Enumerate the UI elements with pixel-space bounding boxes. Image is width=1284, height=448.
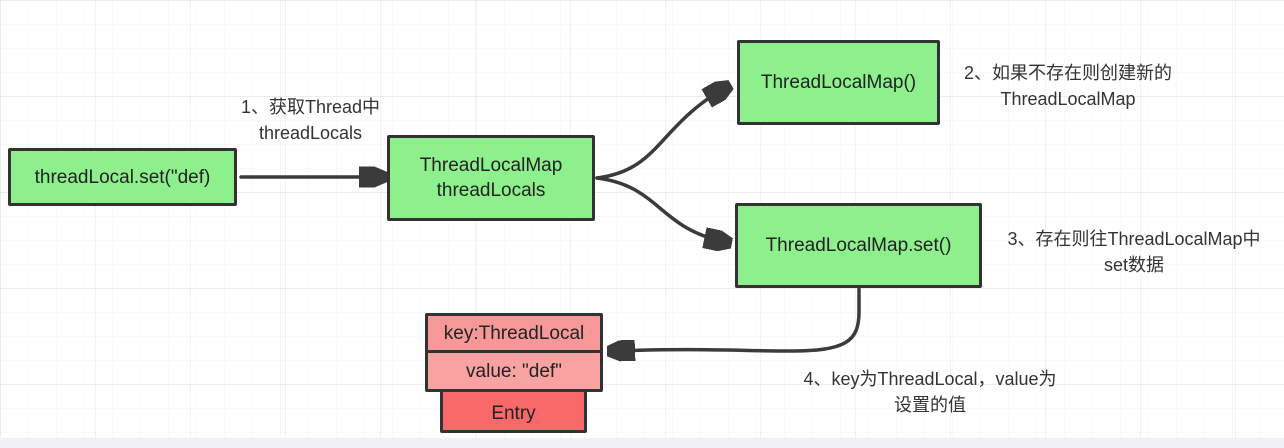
node-entry-value: value: "def" (425, 350, 603, 392)
node-threadlocalmap-line2: threadLocals (436, 180, 546, 201)
annotation-step3: 3、存在则往ThreadLocalMap中 set数据 (985, 226, 1283, 278)
annotation-step3-line1: 3、存在则往ThreadLocalMap中 (1007, 229, 1261, 249)
annotation-step1: 1、获取Thread中 threadLocals (218, 94, 403, 146)
annotation-step4: 4、key为ThreadLocal，value为 设置的值 (780, 366, 1080, 418)
node-threadlocalmap-line1: ThreadLocalMap (419, 155, 563, 176)
node-entry-key: key:ThreadLocal (425, 313, 603, 353)
annotation-step4-line1: 4、key为ThreadLocal，value为 (803, 369, 1057, 389)
node-threadlocalmap-constructor: ThreadLocalMap() (737, 40, 940, 125)
annotation-step2: 2、如果不存在则创建新的 ThreadLocalMap (948, 60, 1188, 112)
annotation-step3-line2: set数据 (1103, 255, 1164, 275)
annotation-step1-line2: threadLocals (258, 123, 363, 143)
bottom-strip (0, 438, 1284, 448)
node-threadlocalmap-threadlocals: ThreadLocalMap threadLocals (387, 135, 595, 221)
node-threadlocal-set-label: threadLocal.set("def) (34, 166, 211, 188)
node-threadlocalmap-constructor-label: ThreadLocalMap() (760, 72, 917, 93)
node-threadlocalmap-set: ThreadLocalMap.set() (735, 203, 982, 288)
annotation-step2-line1: 2、如果不存在则创建新的 (963, 63, 1172, 83)
annotation-step2-line2: ThreadLocalMap (1000, 89, 1136, 109)
arrow-map-to-mapset (595, 176, 725, 242)
node-entry-key-label: key:ThreadLocal (443, 322, 585, 344)
node-threadlocalmap-set-label: ThreadLocalMap.set() (765, 235, 952, 256)
arrow-map-to-ctor (595, 88, 725, 180)
annotation-step1-line1: 1、获取Thread中 (240, 97, 381, 117)
node-entry-value-label: value: "def" (466, 360, 562, 382)
node-entry-label: Entry (491, 402, 536, 424)
node-entry: Entry (440, 389, 587, 433)
arrow-mapset-to-entry (614, 287, 861, 351)
node-threadlocal-set: threadLocal.set("def) (8, 148, 237, 206)
annotation-step4-line2: 设置的值 (894, 395, 966, 415)
